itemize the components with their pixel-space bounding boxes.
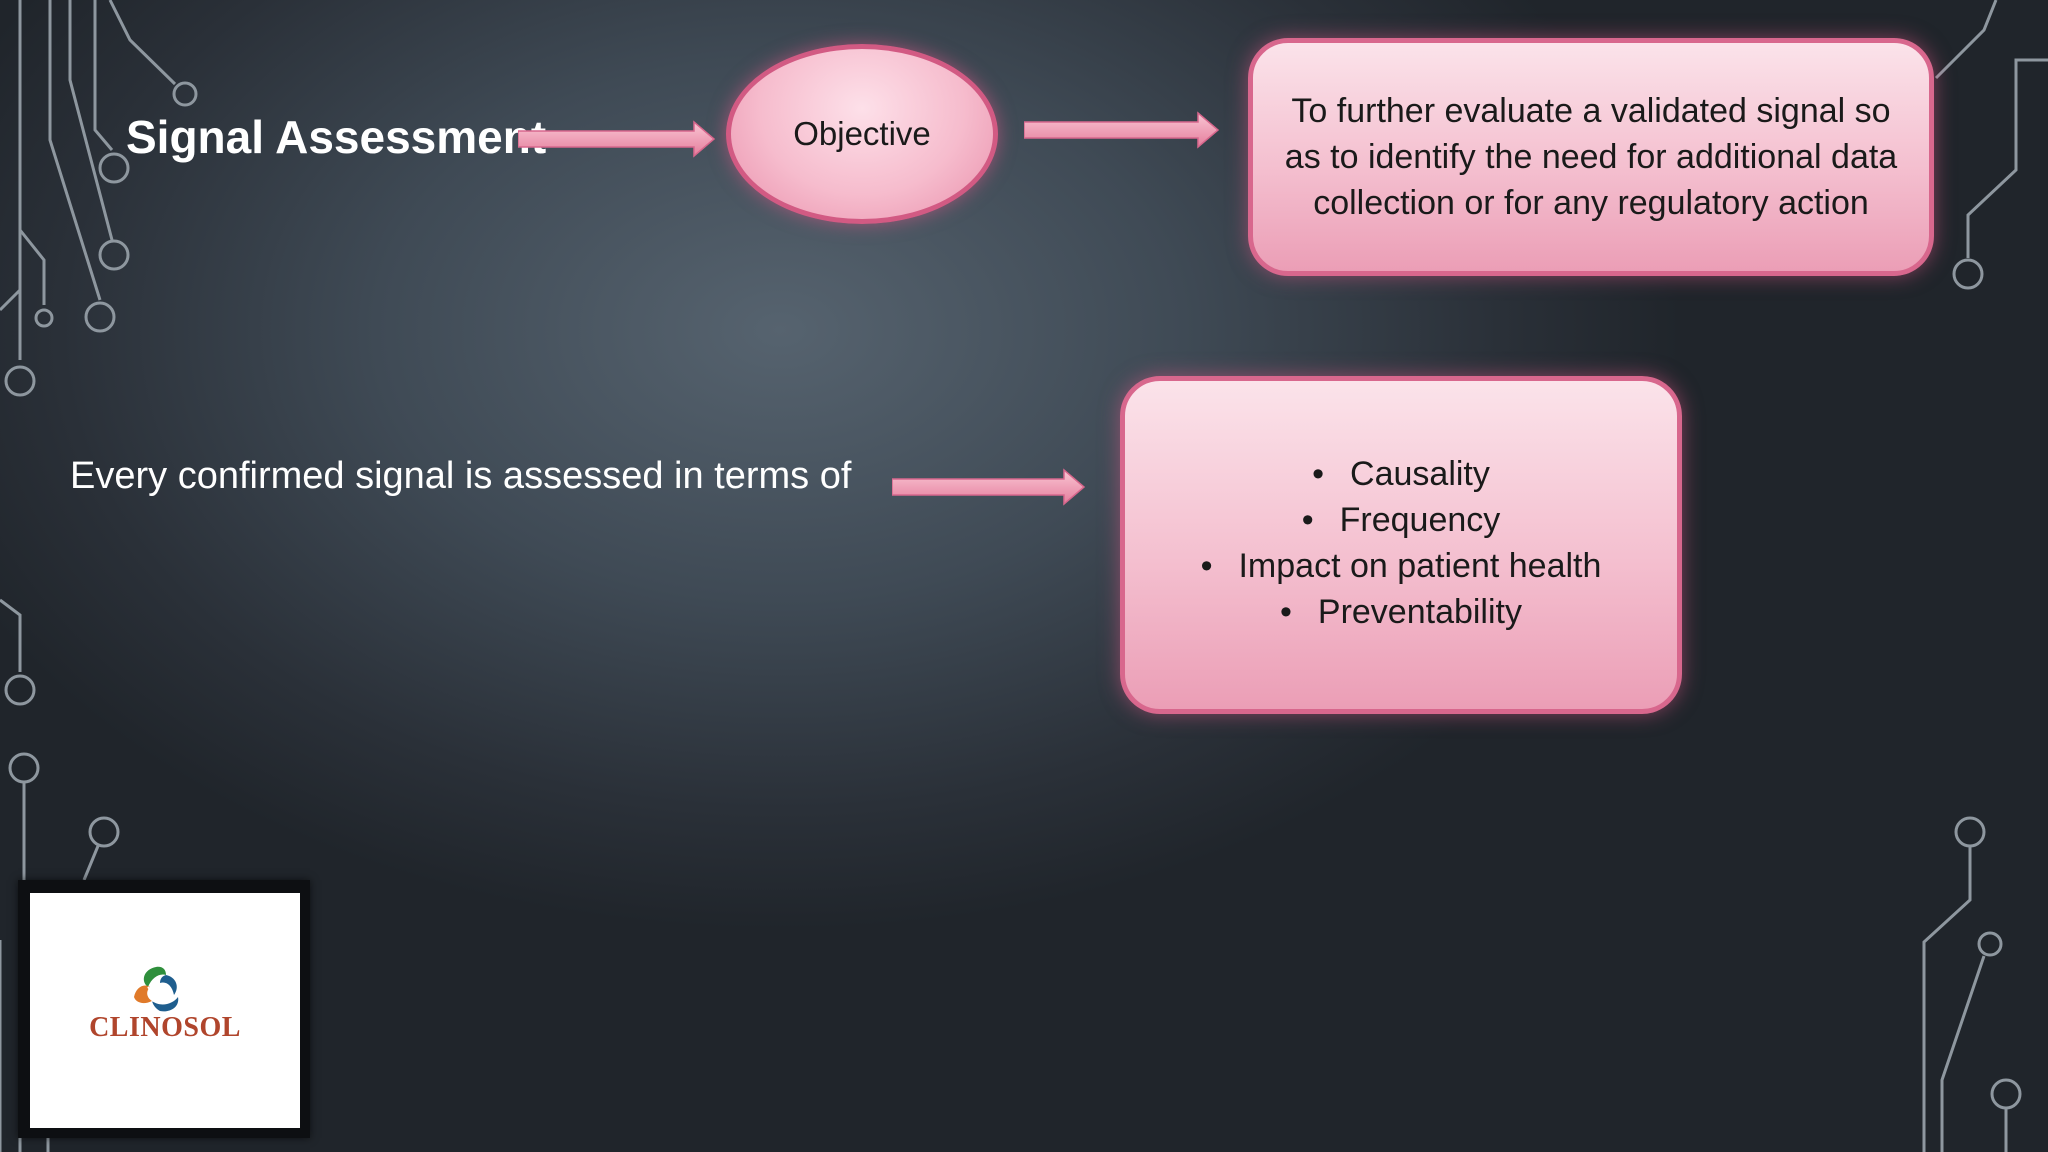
criteria-box: Causality Frequency Impact on patient he…: [1120, 376, 1682, 714]
objective-description-box: To further evaluate a validated signal s…: [1248, 38, 1934, 276]
objective-description: To further evaluate a validated signal s…: [1284, 92, 1898, 222]
arrow-right-icon: [518, 120, 716, 158]
arrow-right-icon: [1024, 111, 1220, 149]
criteria-list: Causality Frequency Impact on patient he…: [1125, 381, 1677, 635]
clinosol-logo-icon: [134, 966, 179, 1012]
assessment-intro-text: Every confirmed signal is assessed in te…: [70, 455, 852, 497]
criteria-item: Frequency: [1125, 497, 1677, 543]
arrow-right-icon: [892, 468, 1086, 506]
objective-label: Objective: [793, 115, 931, 152]
criteria-item: Causality: [1125, 451, 1677, 497]
logo-text: CLINOSOL: [89, 1012, 241, 1043]
criteria-item: Impact on patient health: [1125, 543, 1677, 589]
criteria-item: Preventability: [1125, 589, 1677, 635]
objective-ellipse: Objective: [726, 44, 998, 224]
slide-title: Signal Assessment: [126, 111, 547, 163]
